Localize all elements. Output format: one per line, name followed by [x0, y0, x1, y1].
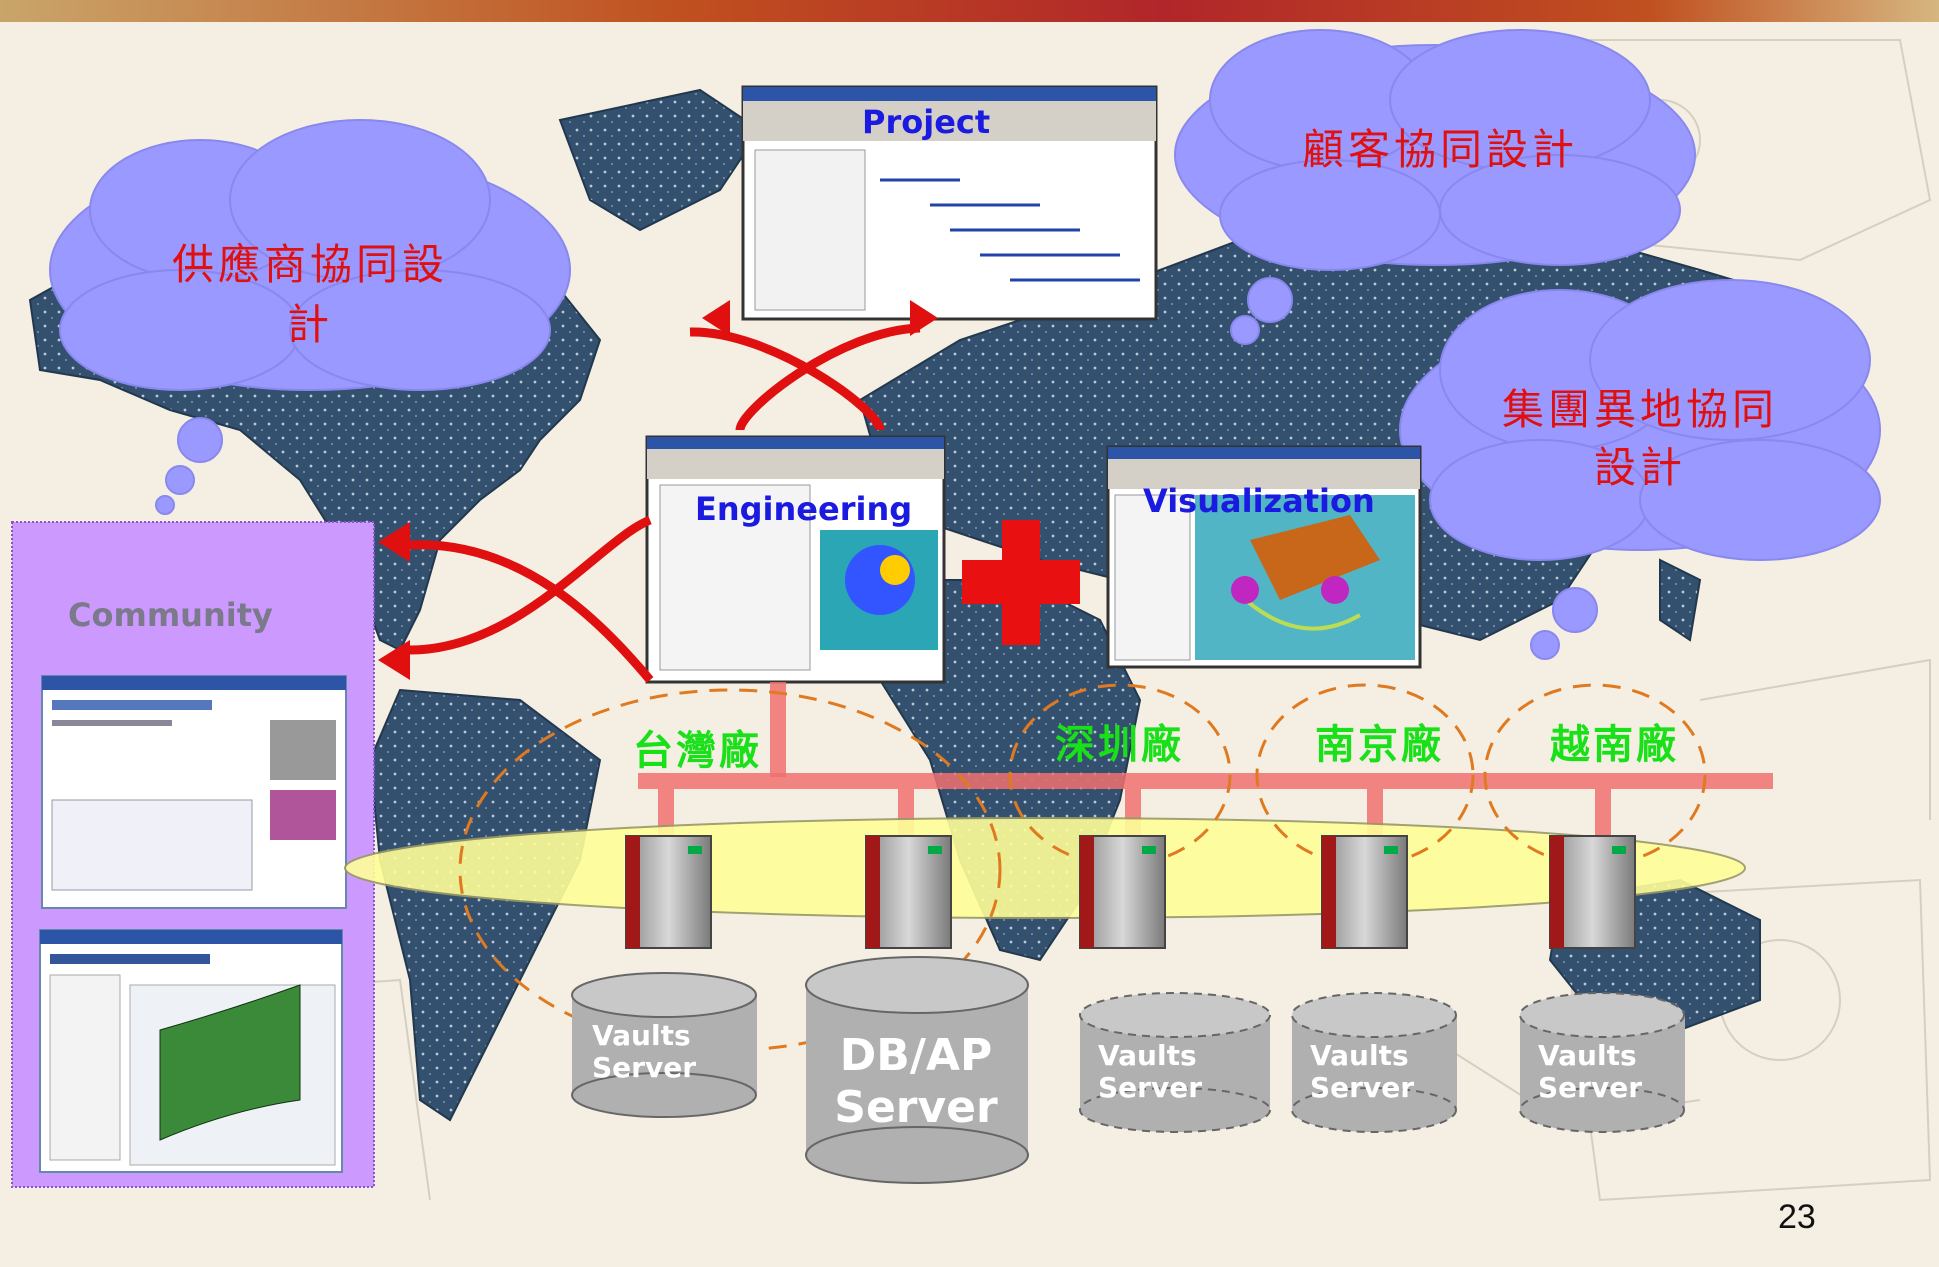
- vault-cylinder-1: [571, 972, 757, 1118]
- vault-label-3: Vaults Server: [1310, 1040, 1414, 1104]
- vault-label-1-line1: Vaults: [592, 1019, 691, 1052]
- db-cylinder: [805, 956, 1029, 1184]
- project-exchange-arrows: [689, 323, 921, 432]
- visualization-window-label: Visualization: [1143, 482, 1375, 520]
- community-exchange-arrows: [409, 515, 654, 683]
- plant-label-shenzhen: 深圳廠: [1055, 721, 1184, 768]
- db-server-label-line1: DB/AP: [839, 1030, 993, 1081]
- vault-label-3-line2: Server: [1310, 1071, 1415, 1104]
- plus-icon: [962, 520, 1080, 645]
- page-number: 23: [1778, 1198, 1816, 1236]
- arrow-head-right-top: [910, 300, 938, 336]
- vault-label-2: Vaults Server: [1098, 1040, 1202, 1104]
- vault-label-1-line2: Server: [592, 1051, 697, 1084]
- cloud-supplier: [49, 119, 571, 515]
- project-window-label: Project: [862, 103, 991, 141]
- vault-label-4-line2: Server: [1538, 1071, 1643, 1104]
- vault-cylinder-3: [1291, 992, 1457, 1133]
- cloud-group: [1399, 279, 1881, 660]
- vault-label-2-line2: Server: [1098, 1071, 1203, 1104]
- network-bus: [638, 773, 1773, 789]
- engineering-window-label: Engineering: [695, 490, 913, 528]
- title-bar-stripe: [0, 0, 1939, 22]
- vault-label-4-line1: Vaults: [1538, 1039, 1637, 1072]
- vault-label-3-line1: Vaults: [1310, 1039, 1409, 1072]
- server-racks: [625, 835, 1636, 949]
- cloud-label-group-line2: 設計: [1593, 443, 1686, 492]
- plant-label-vietnam: 越南廠: [1550, 721, 1679, 768]
- db-server-label: DB/AP Server: [816, 1030, 1016, 1134]
- arrow-head-left-top: [702, 300, 730, 336]
- cloud-label-group-line1: 集團異地協同: [1501, 385, 1778, 434]
- cloud-customer: [1174, 29, 1696, 345]
- vault-cylinder-2: [1079, 992, 1271, 1133]
- arrow-head-community-bottom: [378, 640, 410, 680]
- community-title: Community: [68, 596, 273, 634]
- network-drop-engineering: [770, 682, 786, 777]
- backbone-ellipse: [344, 817, 1746, 919]
- arrow-head-community-top: [378, 522, 410, 562]
- plant-label-nanjing: 南京廠: [1315, 721, 1444, 768]
- vault-label-1: Vaults Server: [592, 1020, 696, 1084]
- vault-label-2-line1: Vaults: [1098, 1039, 1197, 1072]
- cloud-label-customer: 顧客協同設計: [1301, 125, 1578, 174]
- plant-label-taiwan: 台灣廠: [633, 727, 762, 774]
- cloud-label-supplier: 供應商協同設計: [171, 240, 448, 349]
- vault-cylinder-4: [1519, 992, 1685, 1133]
- vault-label-4: Vaults Server: [1538, 1040, 1642, 1104]
- db-server-label-line2: Server: [834, 1082, 998, 1133]
